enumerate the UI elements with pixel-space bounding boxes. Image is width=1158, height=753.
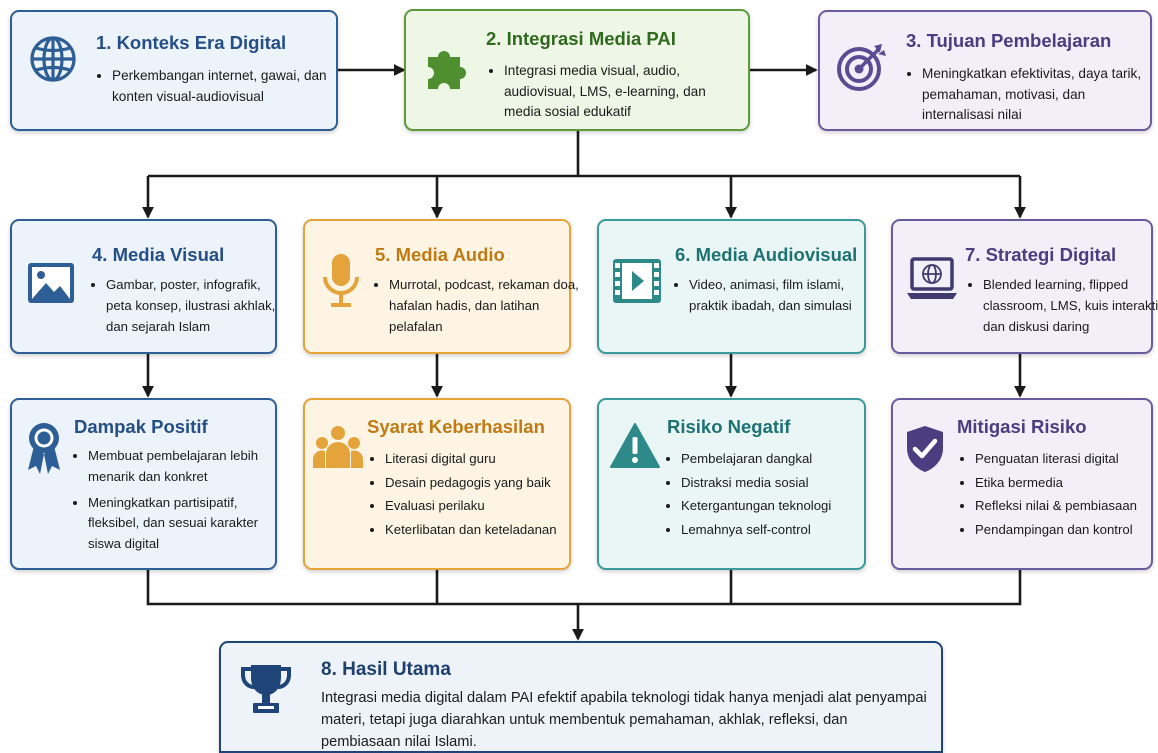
list-item: Integrasi media visual, audio, audiovisu… [504,61,740,123]
award-icon [28,423,60,474]
puzzle-icon [428,51,466,89]
node-title: Risiko Negatif [667,416,791,437]
node-syarat-keberhasilan: Syarat Keberhasilan Literasi digital gur… [303,398,571,570]
node-title: 1. Konteks Era Digital [96,32,287,53]
target-icon [837,44,886,91]
list-item: Gambar, poster, infografik, peta konsep,… [106,274,286,337]
list-item: Penguatan literasi digital [975,447,1158,471]
merge-line [146,570,1022,606]
node-items: Murrotal, podcast, rekaman doa, hafalan … [375,274,579,337]
list-item: Etika bermedia [975,471,1158,495]
film-icon [613,259,661,303]
node-items: Pembelajaran dangkal Distraksi media sos… [667,447,877,541]
list-item: Pendampingan dan kontrol [975,518,1158,542]
list-item: Ketergantungan teknologi [681,494,877,518]
list-item: Keterlibatan dan keteladanan [385,518,585,542]
node-items: Video, animasi, film islami, praktik iba… [675,274,873,316]
node-risiko-negatif: Risiko Negatif Pembelajaran dangkal Dist… [597,398,866,570]
list-item: Lemahnya self-control [681,518,877,542]
node-title: 8. Hasil Utama [321,659,451,680]
node-items: Blended learning, flipped classroom, LMS… [969,274,1158,337]
node-items: Penguatan literasi digital Etika bermedi… [961,447,1158,541]
node-items: Meningkatkan efektivitas, daya tarik, pe… [908,64,1154,126]
node-hasil-utama: 8. Hasil Utama Integrasi media digital d… [219,641,943,753]
node-mitigasi-risiko: Mitigasi Risiko Penguatan literasi digit… [891,398,1153,570]
node-title: 4. Media Visual [92,244,225,265]
laptop-icon [907,257,957,299]
node-media-visual: 4. Media Visual Gambar, poster, infograf… [10,219,277,354]
node-title: 5. Media Audio [375,244,505,265]
node-tujuan-pembelajaran: 3. Tujuan Pembelajaran Meningkatkan efek… [818,10,1152,131]
node-title: 2. Integrasi Media PAI [486,28,676,49]
node-strategi-digital: 7. Strategi Digital Blended learning, fl… [891,219,1158,354]
list-item: Evaluasi perilaku [385,494,585,518]
list-item: Desain pedagogis yang baik [385,471,585,495]
warning-icon [610,423,660,468]
node-media-audiovisual: 6. Media Audiovisual Video, animasi, fil… [597,219,866,354]
list-item: Refleksi nilai & pembiasaan [975,494,1158,518]
list-item: Perkembangan internet, gawai, dan konten… [112,66,348,107]
node-description: Integrasi media digital dalam PAI efekti… [321,690,927,750]
node-items: Gambar, poster, infografik, peta konsep,… [92,274,286,337]
node-title: Dampak Positif [74,416,208,437]
node-konteks-era-digital: 1. Konteks Era Digital Perkembangan inte… [10,10,338,131]
people-icon [313,426,363,468]
trophy-icon [241,665,291,713]
node-title: 6. Media Audiovisual [675,244,858,265]
node-title: Mitigasi Risiko [957,416,1087,437]
node-title: 3. Tujuan Pembelajaran [906,30,1112,51]
node-dampak-positif: Dampak Positif Membuat pembelajaran lebi… [10,398,277,570]
list-item: Pembelajaran dangkal [681,447,877,471]
node-integrasi-media-pai: 2. Integrasi Media PAI Integrasi media v… [404,9,750,131]
list-item: Video, animasi, film islami, praktik iba… [689,274,873,316]
list-item: Blended learning, flipped classroom, LMS… [983,274,1158,337]
node-items: Perkembangan internet, gawai, dan konten… [98,66,348,107]
shield-check-icon [907,426,943,472]
node-items: Integrasi media visual, audio, audiovisu… [490,61,740,123]
node-media-audio: 5. Media Audio Murrotal, podcast, rekama… [303,219,579,354]
node-title: Syarat Keberhasilan [367,416,545,437]
list-item: Distraksi media sosial [681,471,877,495]
node-items: Literasi digital guru Desain pedagogis y… [371,447,585,541]
node-title: 7. Strategi Digital [965,244,1117,265]
list-item: Meningkatkan efektivitas, daya tarik, pe… [922,64,1154,126]
list-item: Meningkatkan partisipatif, fleksibel, da… [88,493,286,555]
globe-icon [30,36,76,82]
list-item: Murrotal, podcast, rekaman doa, hafalan … [389,274,579,337]
image-icon [28,263,74,303]
node-items: Membuat pembelajaran lebih menarik dan k… [74,446,286,560]
list-item: Membuat pembelajaran lebih menarik dan k… [88,446,286,487]
microphone-icon [323,254,359,307]
list-item: Literasi digital guru [385,447,585,471]
